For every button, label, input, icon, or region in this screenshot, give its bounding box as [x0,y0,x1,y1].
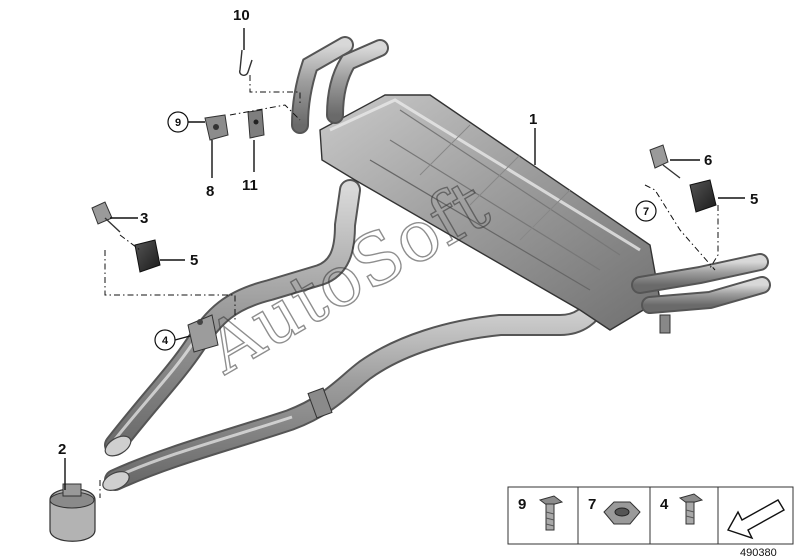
callout-4: 4 [162,335,169,347]
callout-8: 8 [206,183,214,200]
front-pipe-left [104,179,361,457]
fastener-legend: 9 7 4 [507,486,794,545]
callout-6: 6 [704,152,712,169]
tail-pipes-right [631,253,771,334]
wire-clip-part [238,49,253,77]
hex-nut-icon [603,501,641,525]
pipe-clamp-part [49,483,96,542]
callout-10: 10 [233,7,250,24]
rubber-mount-right [689,179,717,213]
callout-11: 11 [242,177,258,194]
callout-1: 1 [529,111,537,128]
callout-7-circle [635,200,657,222]
callout-9: 9 [175,117,181,129]
hanger-bracket-part [204,114,229,141]
mount-bracket-right [649,144,681,179]
rear-muffler [319,94,661,331]
clamp-bracket-part [247,109,265,139]
hex-bolt-icon [538,495,564,531]
callout-5a: 5 [190,252,198,269]
pipe-bracket [187,314,219,353]
hex-bolt-icon [678,493,704,525]
assembly-lines [99,75,719,498]
callout-2: 2 [58,441,66,458]
mount-bracket-left [91,201,121,233]
callout-5b: 5 [750,191,758,208]
rubber-mount-left [134,239,161,273]
legend-label-9: 9 [518,496,526,513]
legend-label-4: 4 [660,496,669,513]
legend-label-7: 7 [588,496,596,513]
callout-7: 7 [643,206,649,218]
front-pipe-right [102,289,611,491]
inlet-pipes-upper [291,36,389,134]
direction-arrow-icon [726,499,785,540]
document-number: 490380 [740,547,777,559]
callout-3: 3 [140,210,148,227]
